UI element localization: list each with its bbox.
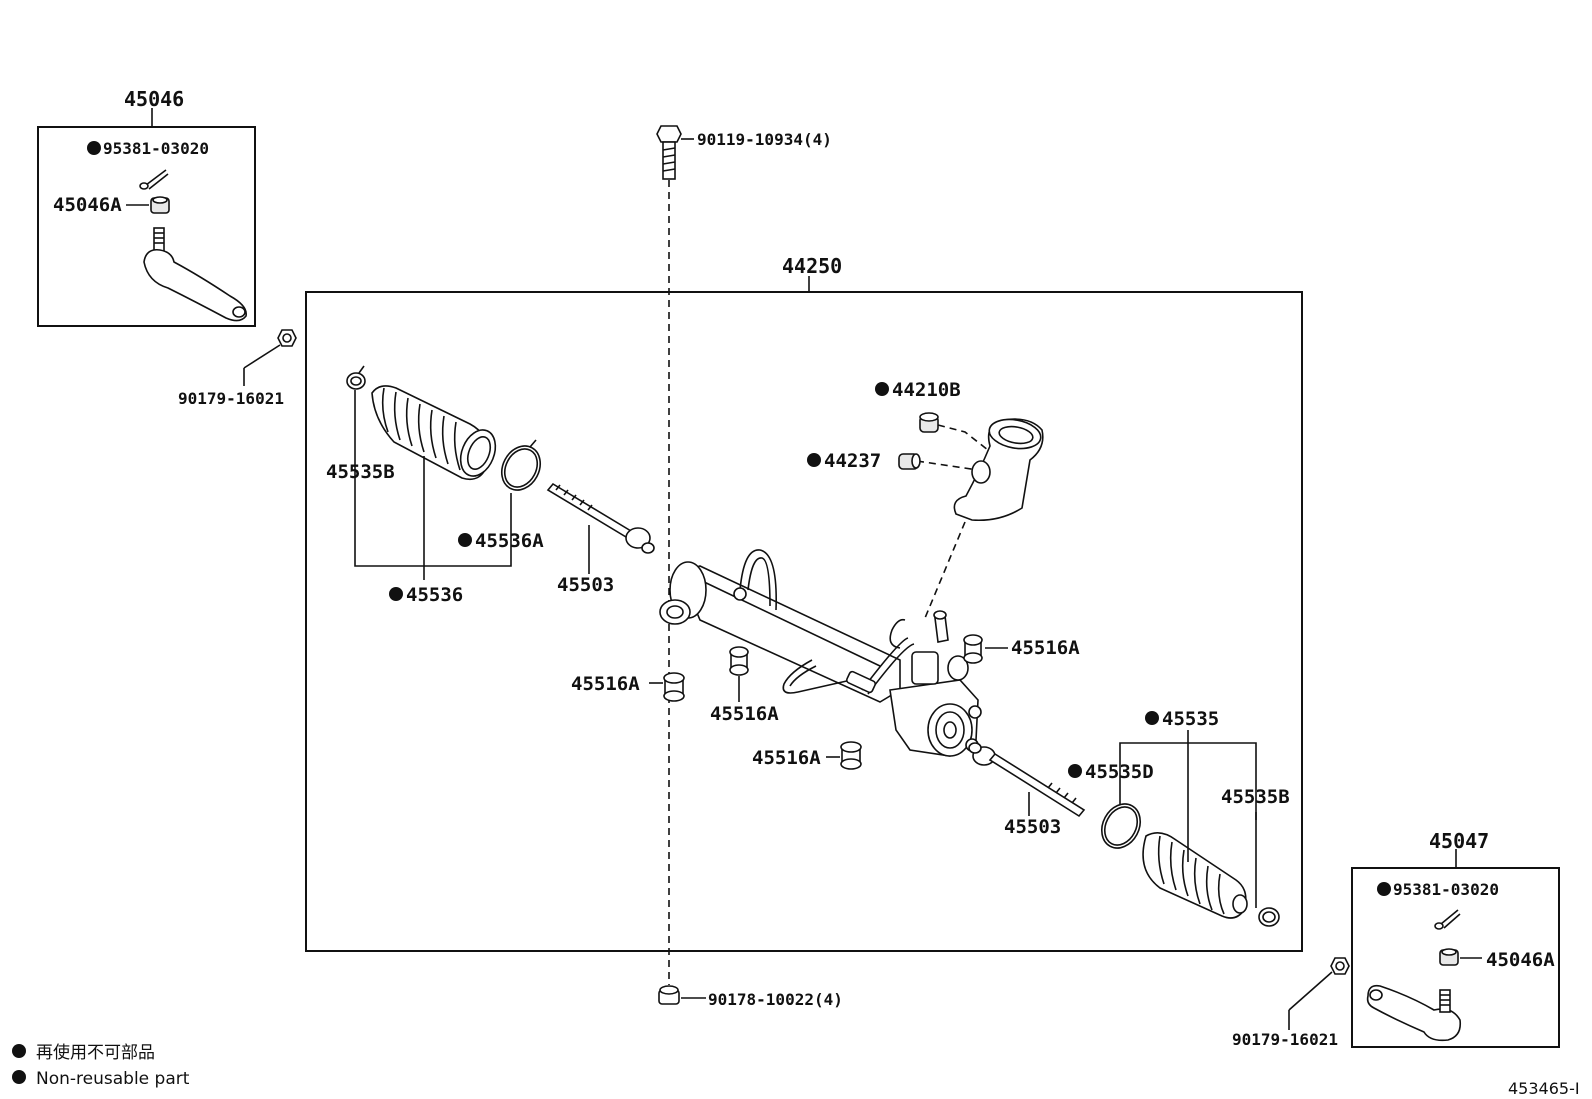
label-45503-left: 45503 <box>557 574 614 596</box>
valve-body-housing-icon <box>953 418 1044 522</box>
label-45046a-right: 45046A <box>1486 949 1555 971</box>
steering-rack-housing-icon <box>659 549 982 757</box>
legend-dot-icon <box>12 1044 26 1058</box>
non-reusable-dot <box>458 533 472 547</box>
label-44237: 44237 <box>824 450 881 472</box>
non-reusable-dot <box>807 453 821 467</box>
diagram-id: 453465-I <box>1508 1079 1580 1098</box>
legend-english: Non-reusable part <box>36 1069 190 1089</box>
label-45535d: 45535D <box>1085 761 1154 783</box>
label-45047: 45047 <box>1429 829 1489 853</box>
label-90178: 90178-10022(4) <box>708 990 843 1009</box>
label-45516a-4: 45516A <box>752 747 821 769</box>
label-45535: 45535 <box>1162 708 1219 730</box>
non-reusable-dot <box>1068 764 1082 778</box>
label-45516a-3: 45516A <box>710 703 779 725</box>
non-reusable-dot <box>1377 882 1391 896</box>
label-45516a-1: 45516A <box>1011 637 1080 659</box>
mount-bushing-4-icon <box>826 741 862 770</box>
tie-rod-end-left-icon <box>143 227 247 322</box>
label-45516a-2: 45516A <box>571 673 640 695</box>
non-reusable-dot <box>87 141 101 155</box>
bellows-boot-right-icon <box>1142 832 1248 919</box>
nut-right-icon <box>1288 957 1350 1030</box>
bellows-boot-left-icon <box>371 385 497 481</box>
label-45046: 45046 <box>124 87 184 111</box>
label-45503-right: 45503 <box>1004 816 1061 838</box>
tie-rod-end-left-box <box>37 126 256 327</box>
steering-gear-assembly-box <box>305 291 1303 952</box>
tie-rod-end-right-icon <box>1366 984 1462 1042</box>
label-44210b: 44210B <box>892 379 961 401</box>
boot-clamp-right-icon <box>1258 907 1280 927</box>
inner-tie-rod-left-icon <box>546 482 655 554</box>
non-reusable-dot <box>875 382 889 396</box>
boot-clamp-ring-right-icon <box>1100 803 1142 849</box>
castle-nut-icon <box>126 196 170 214</box>
label-90179-right: 90179-16021 <box>1232 1030 1338 1049</box>
label-45535b-right: 45535B <box>1221 786 1290 808</box>
label-95381-left: 95381-03020 <box>103 139 209 158</box>
boot-clamp-ring-left-icon <box>500 439 542 491</box>
flange-nut-icon <box>658 985 706 1005</box>
label-95381-right: 95381-03020 <box>1393 880 1499 899</box>
non-reusable-dot <box>389 587 403 601</box>
cotter-pin-right-icon <box>1434 909 1461 930</box>
cotter-pin-icon <box>139 169 169 190</box>
plug-44210b-icon <box>919 412 939 433</box>
label-45536a: 45536A <box>475 530 544 552</box>
inner-tie-rod-right-icon <box>968 742 1086 818</box>
legend-dot-icon <box>12 1070 26 1084</box>
label-44250: 44250 <box>782 254 842 278</box>
mount-bushing-2-icon <box>649 672 685 702</box>
label-90179-left: 90179-16021 <box>178 389 284 408</box>
non-reusable-dot <box>1145 711 1159 725</box>
nut-left-icon <box>243 329 297 386</box>
mount-bushing-3-icon <box>729 646 749 702</box>
label-90119: 90119-10934(4) <box>697 130 832 149</box>
bolt-icon <box>656 125 694 180</box>
boot-clamp-left-icon <box>346 365 366 390</box>
castle-nut-right-icon <box>1439 948 1482 966</box>
mount-bushing-1-icon <box>963 634 1008 664</box>
plug-44237-icon <box>898 453 921 470</box>
label-45536: 45536 <box>406 584 463 606</box>
label-45046a-left: 45046A <box>53 194 122 216</box>
legend-japanese: 再使用不可部品 <box>36 1042 155 1063</box>
label-45535b-left: 45535B <box>326 461 395 483</box>
